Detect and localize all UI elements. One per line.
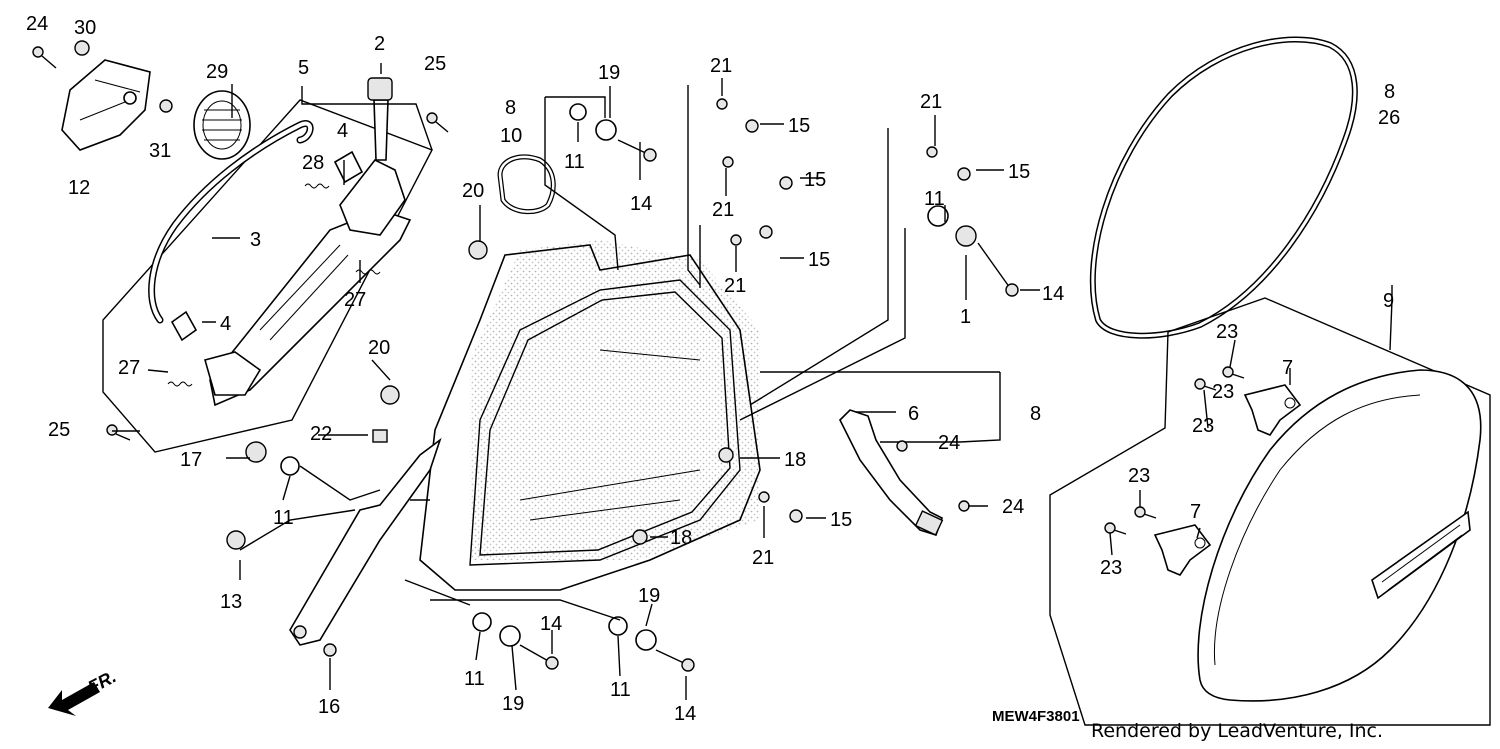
grommet-part bbox=[226, 240, 488, 550]
callout-8: 8 bbox=[1030, 403, 1041, 425]
latch-part bbox=[170, 150, 364, 342]
callout-7: 7 bbox=[1190, 501, 1201, 523]
small-screw-set bbox=[632, 98, 971, 545]
callout-9: 9 bbox=[1383, 290, 1394, 312]
callout-8: 8 bbox=[1384, 81, 1395, 103]
callout-21: 21 bbox=[712, 199, 734, 221]
lock-lever-part bbox=[367, 77, 393, 161]
screw-part bbox=[106, 112, 449, 441]
callout-23: 23 bbox=[1100, 557, 1122, 579]
washer-part-set bbox=[280, 103, 949, 651]
callout-28: 28 bbox=[302, 152, 324, 174]
lid-screw-set bbox=[1104, 285, 1393, 556]
callout-25: 25 bbox=[48, 419, 70, 441]
front-direction-arrow: FR. bbox=[48, 666, 119, 716]
callout-7: 7 bbox=[1282, 357, 1293, 379]
collar-part bbox=[245, 225, 977, 463]
gasket-part bbox=[497, 154, 556, 215]
stipple-shading bbox=[470, 240, 760, 560]
callout-15: 15 bbox=[808, 249, 830, 271]
callout-11: 11 bbox=[610, 679, 631, 701]
nut-part bbox=[74, 40, 90, 56]
callout-23: 23 bbox=[1192, 415, 1214, 437]
callout-17: 17 bbox=[180, 449, 202, 471]
callout-15: 15 bbox=[788, 115, 810, 137]
callout-19: 19 bbox=[598, 62, 620, 84]
diagram-reference-code: MEW4F3801 bbox=[992, 708, 1080, 725]
callout-1: 1 bbox=[960, 306, 971, 328]
callout-27: 27 bbox=[344, 289, 366, 311]
callout-23: 23 bbox=[1216, 321, 1238, 343]
callout-13: 13 bbox=[220, 591, 242, 613]
callout-18: 18 bbox=[670, 527, 692, 549]
callout-11: 11 bbox=[273, 507, 294, 529]
washer-part bbox=[159, 99, 173, 113]
callout-4: 4 bbox=[337, 120, 348, 142]
callout-11: 11 bbox=[924, 188, 945, 210]
callout-12: 12 bbox=[68, 177, 90, 199]
callout-14: 14 bbox=[540, 613, 562, 635]
callout-24: 24 bbox=[938, 432, 960, 454]
reflector-part bbox=[193, 90, 251, 160]
callout-19: 19 bbox=[638, 585, 660, 607]
callouts: 24 30 29 31 12 5 2 25 4 28 3 27 4 27 25 … bbox=[26, 13, 1400, 725]
callout-4: 4 bbox=[220, 313, 231, 335]
callout-6: 6 bbox=[908, 403, 919, 425]
callout-19: 19 bbox=[502, 693, 524, 715]
lid-hinge-bracket-part bbox=[1153, 384, 1302, 576]
callout-14: 14 bbox=[630, 193, 652, 215]
callout-5: 5 bbox=[298, 57, 309, 79]
lid-seal-part bbox=[1089, 36, 1358, 339]
callout-15: 15 bbox=[1008, 161, 1030, 183]
callout-16: 16 bbox=[318, 696, 340, 718]
callout-10: 10 bbox=[500, 125, 522, 147]
mounting-bracket-part bbox=[289, 437, 442, 646]
callout-24: 24 bbox=[1002, 496, 1024, 518]
callout-2: 2 bbox=[374, 33, 385, 55]
callout-21: 21 bbox=[752, 547, 774, 569]
callout-26: 26 bbox=[1378, 107, 1400, 129]
callout-3: 3 bbox=[250, 229, 261, 251]
callout-30: 30 bbox=[74, 17, 96, 39]
leader-lines bbox=[112, 63, 1040, 700]
bolt-part bbox=[32, 46, 57, 69]
callout-29: 29 bbox=[206, 61, 228, 83]
callout-8: 8 bbox=[505, 97, 516, 119]
callout-23: 23 bbox=[1128, 465, 1150, 487]
callout-22: 22 bbox=[310, 423, 332, 445]
saddlebag-lid-part bbox=[1197, 369, 1482, 702]
callout-25: 25 bbox=[424, 53, 446, 75]
callout-31: 31 bbox=[149, 140, 171, 162]
callout-24: 24 bbox=[26, 13, 48, 35]
support-strap-part bbox=[839, 409, 988, 536]
callout-14: 14 bbox=[1042, 283, 1064, 305]
lock-rod-part bbox=[148, 120, 314, 324]
callout-23: 23 bbox=[1212, 381, 1234, 403]
lid-group-box bbox=[1049, 297, 1491, 726]
lock-mechanism-group-box bbox=[102, 99, 433, 453]
callout-27: 27 bbox=[118, 357, 140, 379]
callout-21: 21 bbox=[920, 91, 942, 113]
lock-plate-part bbox=[204, 158, 412, 407]
callout-15: 15 bbox=[804, 169, 826, 191]
callout-21: 21 bbox=[710, 55, 732, 77]
callout-20: 20 bbox=[462, 180, 484, 202]
callout-20: 20 bbox=[368, 337, 390, 359]
callout-18: 18 bbox=[784, 449, 806, 471]
callout-11: 11 bbox=[464, 668, 485, 690]
callout-15: 15 bbox=[830, 509, 852, 531]
hinge-cover-part bbox=[61, 59, 151, 151]
callout-11: 11 bbox=[564, 151, 585, 173]
callout-21: 21 bbox=[724, 275, 746, 297]
render-credit: Rendered by LeadVenture, Inc. bbox=[1091, 720, 1383, 742]
callout-14: 14 bbox=[674, 703, 696, 725]
bolt-part-set bbox=[323, 139, 1019, 672]
